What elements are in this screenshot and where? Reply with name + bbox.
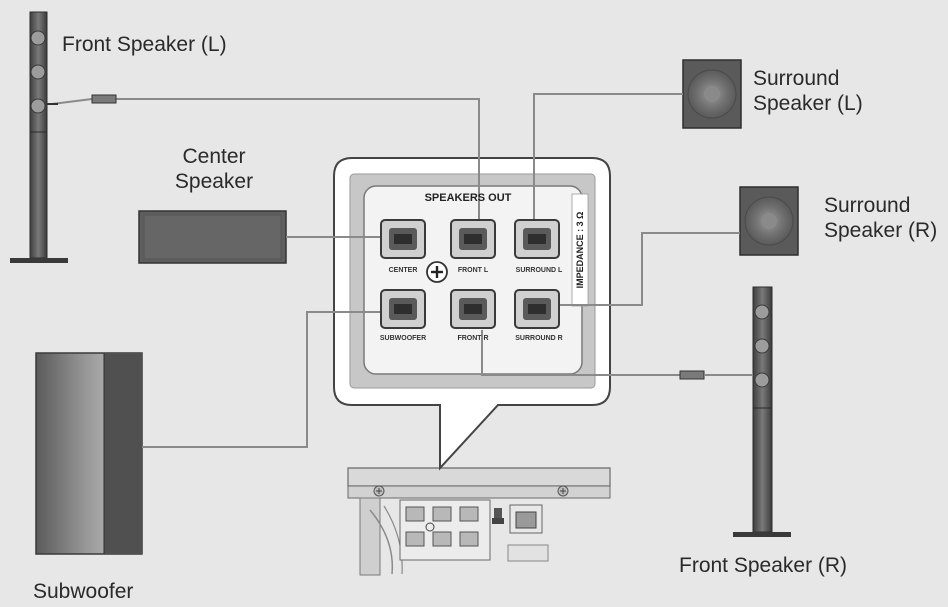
terminal-subwoofer bbox=[380, 289, 426, 329]
label-front-speaker-right: Front Speaker (R) bbox=[679, 554, 848, 577]
terminal-label-center: CENTER bbox=[389, 267, 418, 274]
label-surround-left-line2: Speaker (L) bbox=[753, 92, 863, 115]
label-surround-right-line2: Speaker (R) bbox=[824, 219, 938, 242]
terminal-label-surround-l: SURROUND L bbox=[516, 267, 563, 274]
cable-front-right bbox=[481, 330, 753, 380]
impedance-label: IMPEDANCE : 3 Ω bbox=[575, 212, 585, 289]
surround-speaker-right bbox=[739, 186, 799, 256]
cable-surround-left bbox=[533, 93, 683, 224]
positive-terminal-icon bbox=[426, 261, 448, 283]
label-surround-speaker-right: Surround Speaker (R) bbox=[824, 193, 937, 243]
terminal-surround-l bbox=[514, 219, 560, 259]
cable-surround-right bbox=[560, 232, 740, 306]
panel-title: SPEAKERS OUT bbox=[425, 192, 512, 204]
label-center-speaker: Center Speaker bbox=[164, 144, 264, 194]
terminal-front-l bbox=[450, 219, 496, 259]
label-surround-speaker-left: Surround Speaker (L) bbox=[753, 66, 863, 116]
subwoofer bbox=[35, 352, 143, 555]
label-subwoofer: Subwoofer bbox=[33, 580, 134, 603]
terminal-label-front-l: FRONT L bbox=[458, 267, 489, 274]
label-front-speaker-left: Front Speaker (L) bbox=[62, 33, 227, 56]
terminal-label-surround-r: SURROUND R bbox=[515, 335, 562, 342]
terminal-front-r bbox=[450, 289, 496, 329]
label-surround-right-line1: Surround bbox=[824, 194, 911, 217]
terminal-center bbox=[380, 219, 426, 259]
label-surround-left-line1: Surround bbox=[753, 67, 840, 90]
front-speaker-left bbox=[10, 11, 68, 263]
center-speaker bbox=[138, 210, 287, 264]
front-speaker-right bbox=[733, 286, 791, 537]
surround-speaker-left bbox=[682, 59, 742, 129]
label-center-line1: Center bbox=[182, 145, 246, 168]
receiver-rear-panel bbox=[347, 467, 611, 576]
cable-front-left bbox=[47, 94, 480, 224]
terminal-label-subwoofer: SUBWOOFER bbox=[380, 335, 426, 342]
terminal-surround-r bbox=[514, 289, 560, 329]
cable-subwoofer bbox=[142, 311, 388, 448]
label-center-line2: Speaker bbox=[174, 170, 254, 193]
terminal-label-front-r: FRONT R bbox=[457, 335, 488, 342]
